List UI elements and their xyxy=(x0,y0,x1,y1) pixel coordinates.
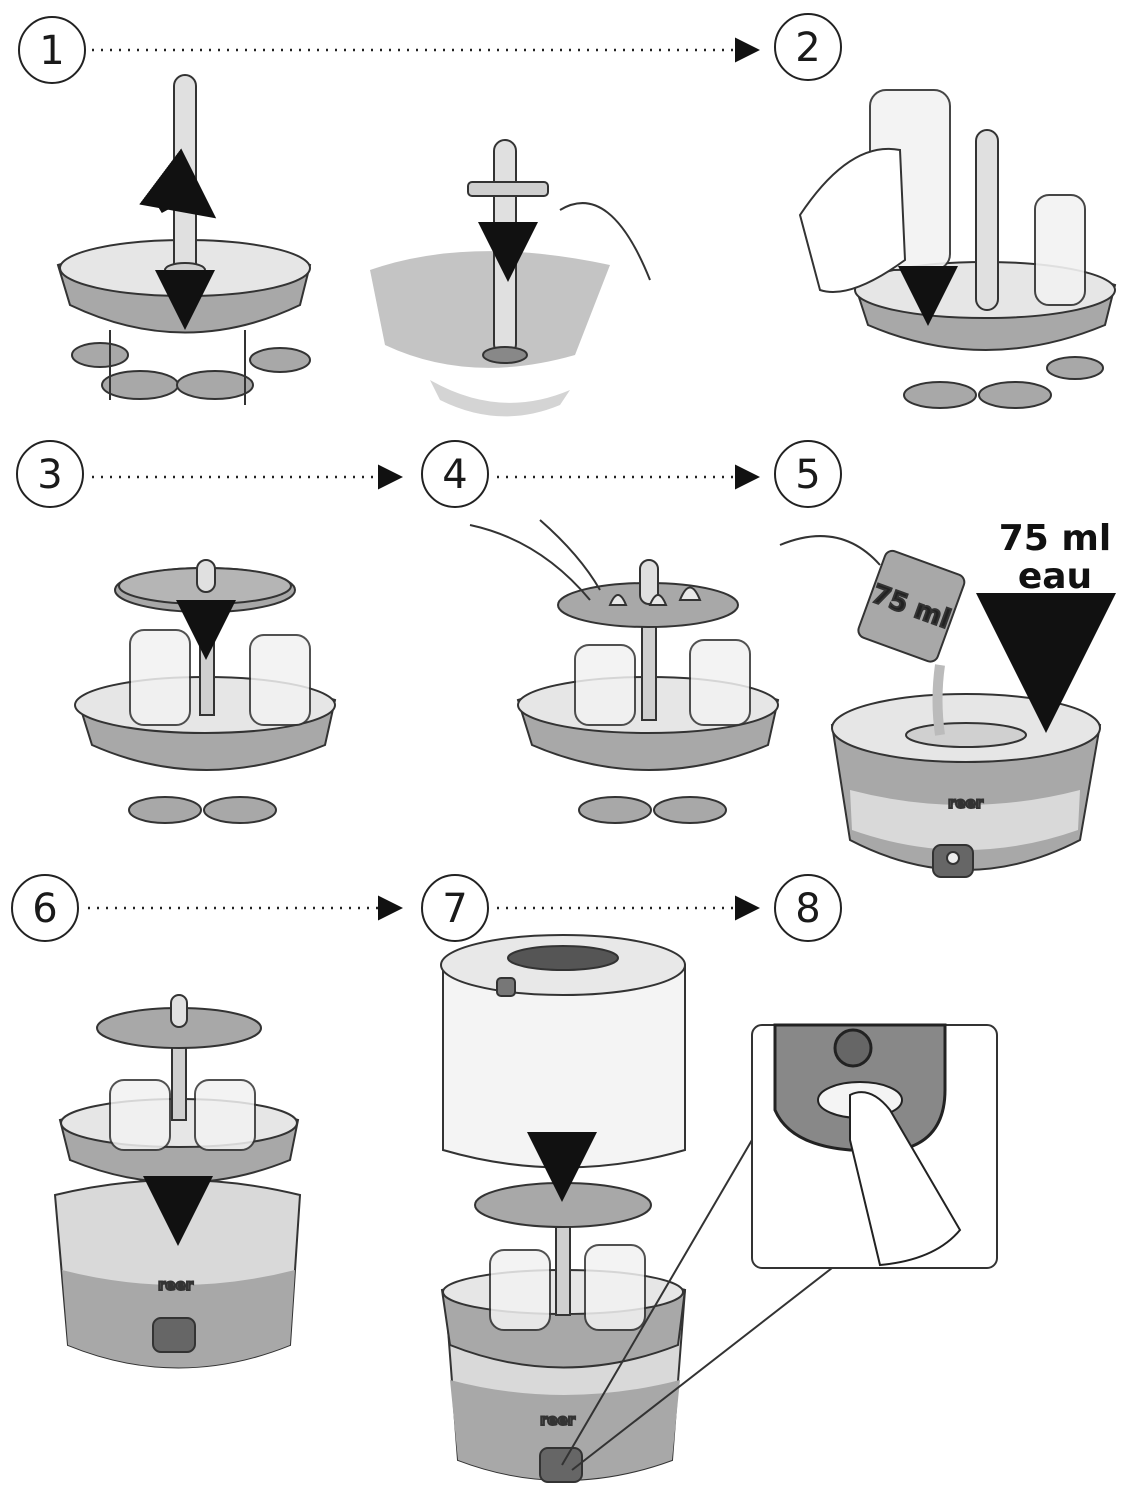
base-brand-logo-6: reer xyxy=(158,1276,194,1294)
step-2-badge: 2 xyxy=(774,13,842,81)
step-3-illustration xyxy=(74,559,337,824)
step-8-badge: 8 xyxy=(774,874,842,942)
step-4-illustration xyxy=(469,519,780,824)
step-1-illustration xyxy=(56,74,312,405)
step-2-illustration xyxy=(798,89,1117,409)
step-5-badge: 5 xyxy=(774,440,842,508)
step-6-number: 6 xyxy=(32,886,57,932)
base-brand-logo-7: reer xyxy=(540,1411,576,1429)
step-6-illustration: reer xyxy=(53,994,302,1369)
water-unit-label: eau xyxy=(1018,556,1092,597)
step-5-illustration: reer 75 ml xyxy=(779,535,1116,878)
step-4-number: 4 xyxy=(442,452,467,498)
step-7-badge: 7 xyxy=(421,874,489,942)
base-brand-logo: reer xyxy=(948,794,984,812)
step-1b-illustration xyxy=(370,139,651,417)
water-amount-label: 75 ml xyxy=(999,518,1111,559)
step-6-badge: 6 xyxy=(11,874,79,942)
step-2-number: 2 xyxy=(795,25,820,71)
step-1-number: 1 xyxy=(39,28,64,74)
step-7-number: 7 xyxy=(442,886,467,932)
step-3-number: 3 xyxy=(37,452,62,498)
step-3-badge: 3 xyxy=(16,440,84,508)
step-1-badge: 1 xyxy=(18,16,86,84)
step-4-badge: 4 xyxy=(421,440,489,508)
step-7-illustration: reer xyxy=(440,934,687,1483)
step-5-number: 5 xyxy=(795,452,820,498)
step-8-number: 8 xyxy=(795,886,820,932)
step-8-illustration xyxy=(561,1023,998,1471)
